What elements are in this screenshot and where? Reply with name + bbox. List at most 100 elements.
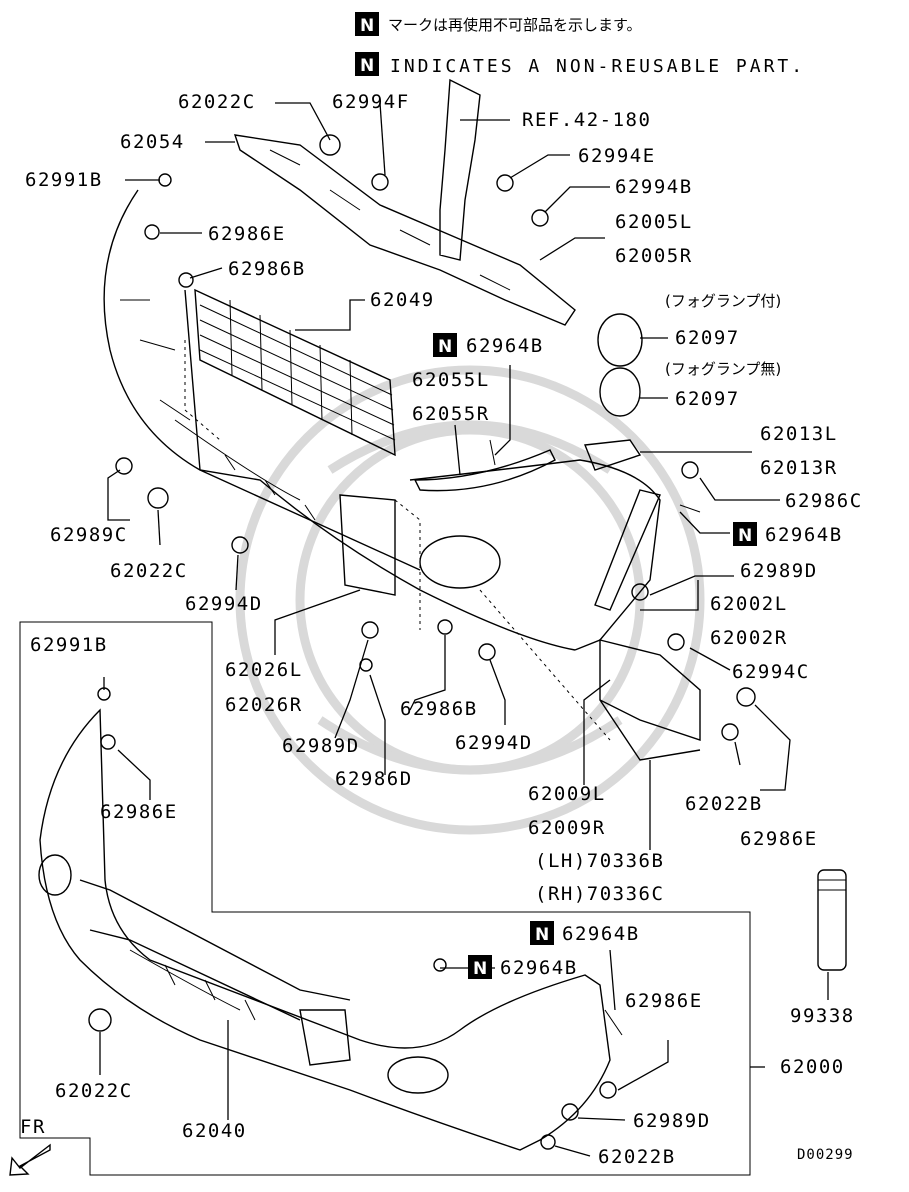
legend-en-text: INDICATES A NON-REUSABLE PART. (390, 56, 805, 77)
non-reusable-badge (733, 522, 757, 546)
clip-icon (561, 1103, 579, 1121)
part-label-62054: 62054 (120, 131, 185, 153)
non-reusable-badge (433, 333, 457, 357)
part-label-62986e: 62986E (100, 801, 178, 823)
part-label-62986c: 62986C (785, 490, 863, 512)
part-label-62055r: 62055R (412, 403, 490, 425)
diagram-code: D00299 (797, 1147, 854, 1163)
part-label-62994e: 62994E (578, 145, 656, 167)
hidden-lines (184, 340, 611, 741)
part-label-62991b: 62991B (30, 634, 108, 656)
screw-icon (178, 272, 194, 288)
screw-icon (599, 1081, 617, 1099)
part-label-62964b: 62964B (562, 923, 640, 945)
non-reusable-badge (468, 955, 492, 979)
part-label-62964b: 62964B (466, 335, 544, 357)
part-label-62994b: 62994B (615, 176, 693, 198)
leader-lines (99, 102, 829, 1157)
part-label-62022b: 62022B (685, 793, 763, 815)
fog-lamp-with-note: (フォグランプ付) (665, 292, 781, 310)
part-label-62097: 62097 (675, 388, 740, 410)
screw-icon (144, 224, 160, 240)
nut-icon (158, 173, 172, 187)
part-label-62040: 62040 (182, 1120, 247, 1142)
clip-icon (631, 583, 649, 601)
part-label-62989d: 62989D (633, 1110, 711, 1132)
part-label-62964b: 62964B (500, 957, 578, 979)
part-label-62049: 62049 (370, 289, 435, 311)
svg-text:N: N (360, 56, 374, 76)
fog-lamp-without-note: (フォグランプ無) (665, 360, 781, 378)
legend-jp-text: マークは再使用不可部品を示します。 (388, 16, 642, 34)
watermark-emblem (235, 365, 705, 835)
part-label-62986e: 62986E (625, 990, 703, 1012)
part-label-62022c: 62022C (110, 560, 188, 582)
bolt-icon (667, 633, 685, 651)
clip-icon (319, 134, 341, 156)
non-reusable-badge (355, 52, 379, 76)
part-label-62994f: 62994F (332, 91, 410, 113)
part-label-99338: 99338 (790, 1005, 855, 1027)
non-reusable-badge (530, 921, 554, 945)
front-label: FR (20, 1116, 46, 1138)
upper-bumper-assembly (103, 78, 756, 761)
part-label-62986e: 62986E (208, 223, 286, 245)
part-label-62994d: 62994D (185, 593, 263, 615)
part-label-62991b: 62991B (25, 169, 103, 191)
rivet-icon (433, 958, 447, 972)
non-reusable-badge (355, 12, 379, 36)
part-labels: 62022C 62994F REF.42-180 62054 62994E 62… (20, 91, 863, 1168)
part-label-62002l: 62002L (710, 593, 788, 615)
touch-up-paint-bottle (817, 869, 847, 971)
part-label-62964b: 62964B (765, 524, 843, 546)
clip-icon (115, 457, 133, 475)
bolt-icon (371, 173, 389, 191)
part-label-62026r: 62026R (225, 694, 303, 716)
part-label-62022c: 62022C (55, 1080, 133, 1102)
lower-bumper-assembly (38, 687, 623, 1151)
bolt-icon (496, 174, 514, 192)
screw-icon (100, 734, 116, 750)
legend-en: N INDICATES A NON-REUSABLE PART. (355, 52, 805, 77)
part-label-62989c: 62989C (50, 524, 128, 546)
part-label-62009l: 62009L (528, 783, 606, 805)
clip-icon (540, 1134, 556, 1150)
part-label-62022c: 62022C (178, 91, 256, 113)
part-label-62989d: 62989D (282, 735, 360, 757)
part-label-62986d: 62986D (335, 768, 413, 790)
part-label-62055l: 62055L (412, 369, 490, 391)
part-label-70336c: (RH)70336C (535, 883, 664, 905)
part-label-62005l: 62005L (615, 211, 693, 233)
part-label-62002r: 62002R (710, 627, 788, 649)
bolt-icon (231, 536, 249, 554)
screw-icon (437, 619, 453, 635)
part-label-62013l: 62013L (760, 423, 838, 445)
part-label-62026l: 62026L (225, 659, 303, 681)
svg-text:N: N (438, 337, 452, 357)
screw-icon (736, 687, 756, 707)
part-label-62000: 62000 (780, 1056, 845, 1078)
clip-icon (681, 461, 699, 479)
part-label-62989d: 62989D (740, 560, 818, 582)
rivet-icon (604, 1009, 623, 1036)
part-label-62009r: 62009R (528, 817, 606, 839)
ref-label: REF.42-180 (522, 109, 651, 131)
bolt-icon (478, 643, 496, 661)
part-label-62986e: 62986E (740, 828, 818, 850)
legend-jp: N マークは再使用不可部品を示します。 (355, 12, 642, 36)
part-label-70336b: (LH)70336B (535, 850, 664, 872)
svg-text:N: N (738, 526, 752, 546)
clip-icon (721, 723, 739, 741)
svg-text:N: N (535, 925, 549, 945)
front-direction-arrow (9, 1143, 51, 1176)
svg-text:N: N (473, 959, 487, 979)
assembly-frame (19, 621, 751, 1176)
part-label-62994d: 62994D (455, 732, 533, 754)
part-label-62986b: 62986B (400, 698, 478, 720)
clip-icon (147, 487, 169, 509)
part-label-62994c: 62994C (732, 661, 810, 683)
rivet-icon (489, 439, 701, 513)
part-label-62005r: 62005R (615, 245, 693, 267)
